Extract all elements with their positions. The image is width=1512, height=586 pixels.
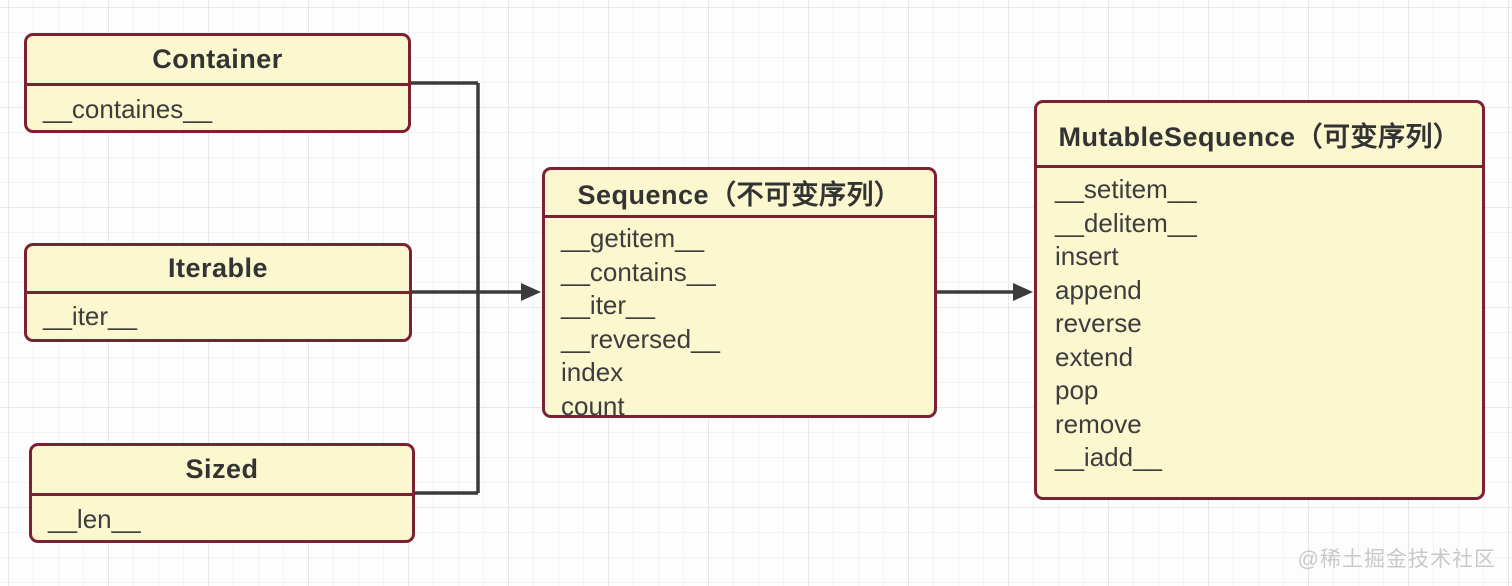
member-item: __containes__ [43,94,213,124]
class-box-sized: Sized __len__ [29,443,415,543]
class-members-iterable: __iter__ [27,294,409,339]
member-item: __len__ [48,504,141,534]
member-item: __getitem__ [561,223,705,253]
class-title-sized: Sized [32,446,412,496]
member-item: __setitem__ [1055,174,1197,204]
class-box-container: Container __containes__ [24,33,411,133]
arrowhead-into-mutable-icon [1013,283,1033,301]
class-title-iterable: Iterable [27,246,409,294]
member-item: insert [1055,241,1119,271]
watermark: @稀土掘金技术社区 [1297,548,1496,571]
class-members-container: __containes__ [27,86,408,130]
member-item: reverse [1055,308,1142,338]
member-item: extend [1055,341,1134,372]
class-members-sized: __len__ [32,496,412,540]
arrowhead-into-sequence-icon [521,283,541,301]
class-title-sequence: Sequence（不可变序列） [545,170,934,218]
member-item: __contains__ [561,256,716,287]
member-item: append [1055,274,1142,305]
class-box-sequence: Sequence（不可变序列） __getitem____contains___… [542,167,937,421]
class-title-container: Container [27,36,408,86]
member-item: index [561,357,624,387]
member-item: pop [1055,375,1099,405]
class-box-iterable: Iterable __iter__ [24,243,412,342]
class-title-mutable-sequence: MutableSequence（可变序列） [1037,103,1482,168]
member-item: remove [1055,408,1142,439]
member-item: __reversed__ [561,323,720,354]
member-item: __iter__ [43,301,137,331]
member-item: __delitem__ [1055,207,1197,238]
member-item: __iter__ [561,290,655,320]
member-item: __iadd__ [1055,442,1162,472]
class-members-sequence: __getitem____contains____iter____reverse… [545,218,934,423]
class-box-mutable-sequence: MutableSequence（可变序列） __setitem____delit… [1034,100,1485,500]
member-item: count [561,390,625,421]
